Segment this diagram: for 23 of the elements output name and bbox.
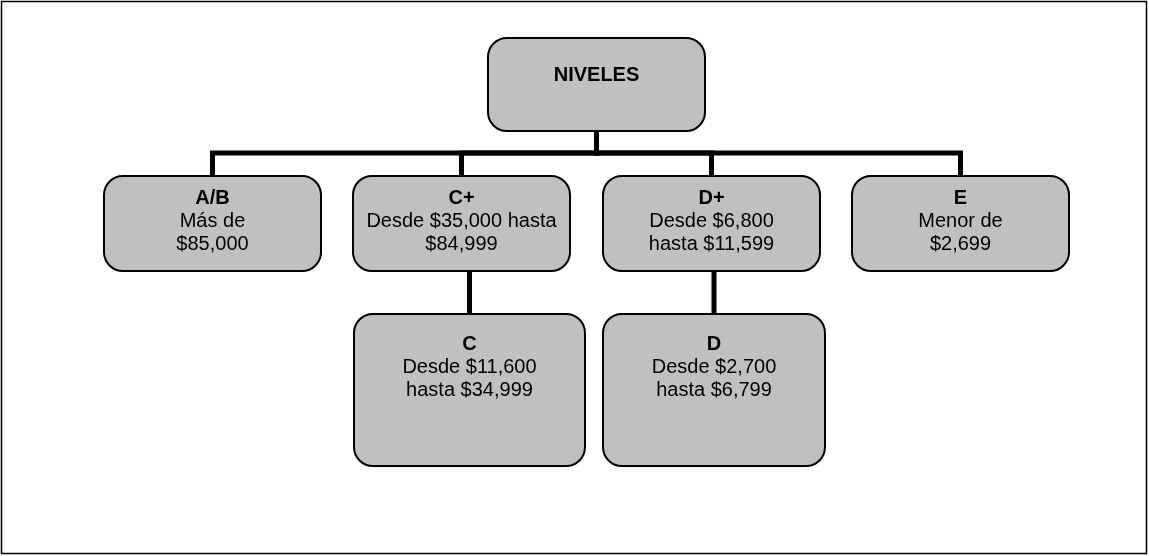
- level-box: [487, 37, 706, 132]
- level-heading: C+: [448, 186, 475, 209]
- level-box: [602, 313, 826, 467]
- income-range: Menor de $2,699: [917, 209, 1004, 255]
- level-box: [602, 175, 821, 272]
- connector-line: [594, 132, 963, 175]
- connector-line: [467, 272, 472, 313]
- income-range: Desde $6,800 hasta $11,599: [647, 209, 776, 255]
- income-range: Más de $85,000: [175, 209, 250, 255]
- level-heading: D+: [698, 186, 725, 209]
- level-heading: A/B: [195, 186, 230, 209]
- income-range: Desde $35,000 hasta $84,999: [365, 209, 558, 255]
- level-heading: D: [706, 332, 722, 355]
- income-range: Desde $2,700 hasta $6,799: [650, 355, 778, 401]
- level-box: [103, 175, 322, 272]
- level-box: [851, 175, 1070, 272]
- income-range: Desde $11,600 hasta $34,999: [401, 355, 538, 401]
- level-heading: E: [953, 186, 968, 209]
- level-heading: NIVELES: [553, 63, 640, 86]
- connector-line: [711, 272, 717, 313]
- level-heading: C: [462, 332, 477, 355]
- level-box: [353, 313, 586, 467]
- level-box: [352, 175, 571, 272]
